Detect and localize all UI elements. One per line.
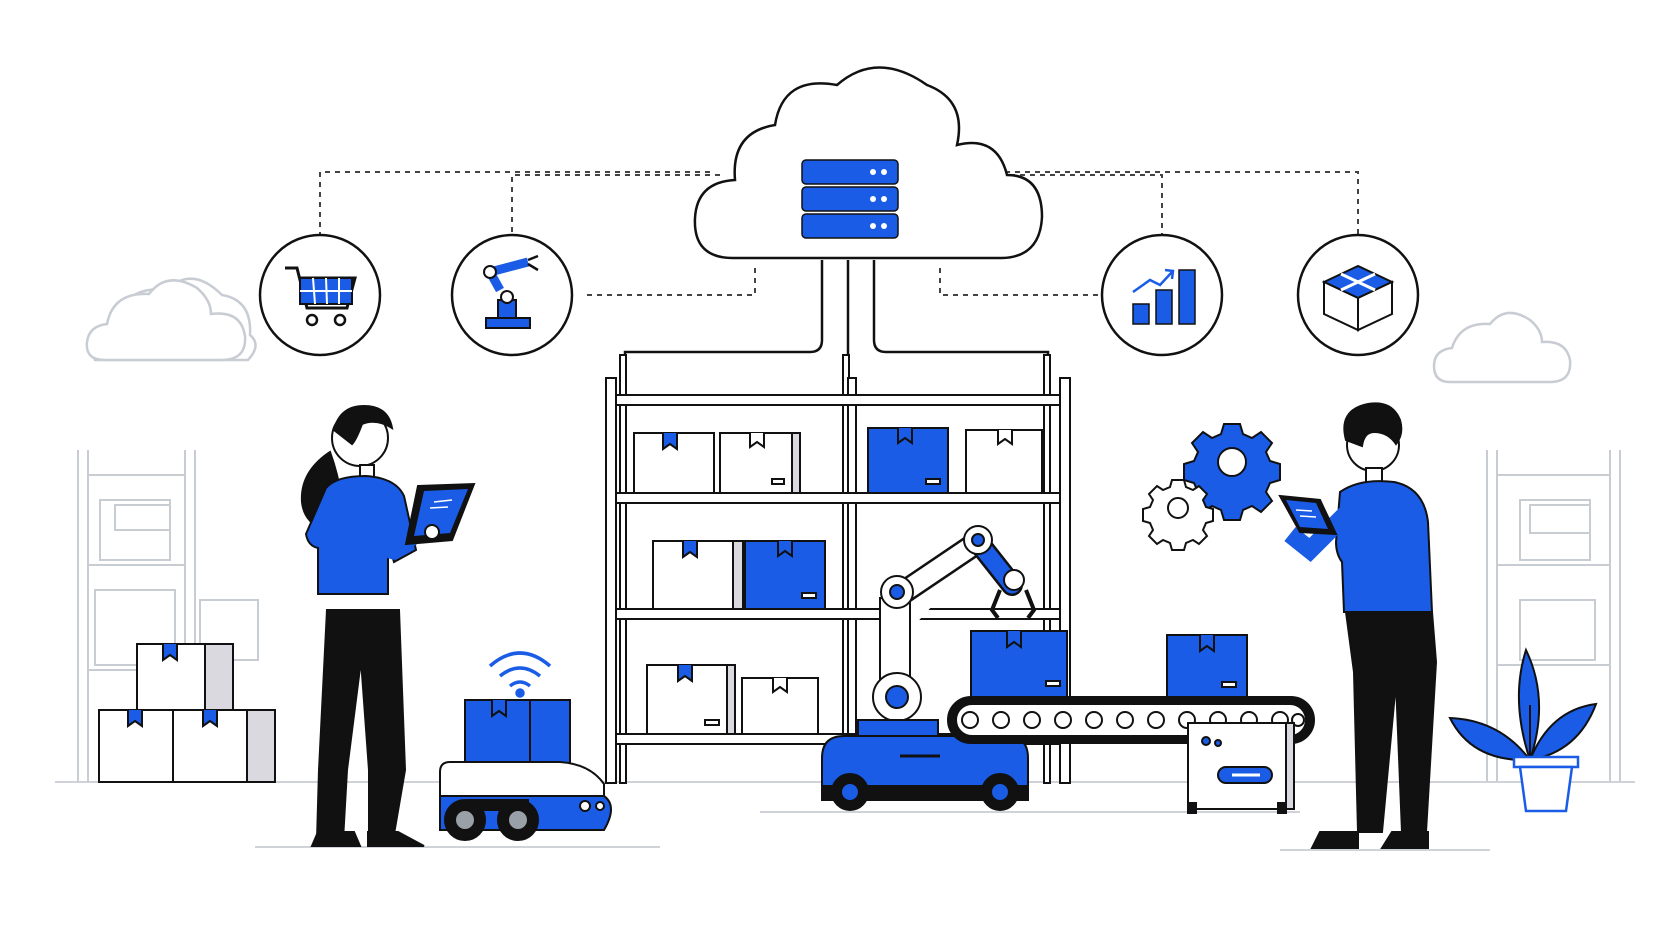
- background-cloud-right: [1432, 311, 1572, 384]
- gear-outline-icon: [1142, 479, 1214, 551]
- agv-delivery-robot: [439, 651, 612, 841]
- bar-chart-growth-icon: [1132, 268, 1196, 325]
- conveyor-belt: [947, 630, 1315, 814]
- wifi-signal-icon: [488, 651, 552, 698]
- background-cloud-left: [85, 277, 257, 362]
- node-analytics: [1100, 233, 1224, 357]
- background-shelf-left: [77, 450, 259, 782]
- potted-plant-icon: [1448, 647, 1598, 813]
- man-with-tablet: [1278, 402, 1438, 849]
- package-box-icon: [1321, 264, 1395, 332]
- shopping-cart-icon: [285, 266, 357, 327]
- cloud-connector-lines: [319, 171, 1359, 296]
- gear-icon: [1183, 423, 1281, 521]
- node-robotic-arm: [450, 233, 574, 357]
- woman-with-tablet: [300, 404, 476, 847]
- node-package: [1296, 233, 1420, 357]
- floor-boxes-left: [98, 643, 276, 783]
- mobile-robot-arm: [821, 525, 1037, 811]
- server-stack-icon: [801, 159, 899, 239]
- cloud-cables: [623, 260, 1050, 380]
- shelf-boxes: [633, 427, 1043, 735]
- background-shelf-right: [1486, 450, 1621, 782]
- node-shopping-cart: [258, 233, 382, 357]
- robotic-arm-icon: [483, 254, 539, 329]
